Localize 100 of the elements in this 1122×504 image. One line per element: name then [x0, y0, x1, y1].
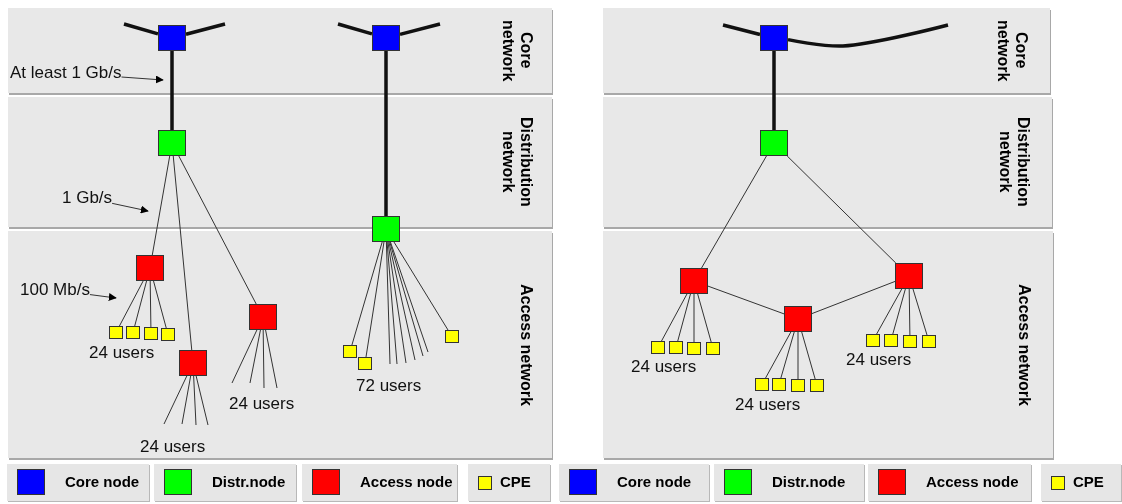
- cpe-box: [903, 335, 917, 348]
- network-link: [172, 155, 193, 351]
- network-link: [780, 331, 795, 379]
- user-count-label: 24 users: [735, 395, 801, 415]
- network-link: [772, 51, 776, 130]
- network-link: [912, 288, 928, 336]
- network-link: [707, 285, 785, 315]
- access-node: [249, 304, 277, 330]
- network-link: [393, 241, 449, 331]
- distribution-node: [372, 216, 400, 242]
- core-node: [372, 25, 400, 51]
- network-link: [908, 288, 911, 336]
- cpe-box: [706, 342, 720, 355]
- cpe-box: [810, 379, 824, 392]
- leader-line: [89, 293, 117, 302]
- cpe-box: [687, 342, 701, 355]
- network-link: [765, 331, 792, 379]
- network-link: [351, 241, 383, 346]
- cpe-box: [109, 326, 123, 339]
- rate-label: At least 1 Gb/s: [10, 63, 122, 83]
- cpe-box: [144, 327, 158, 340]
- band-label: Core network: [499, 18, 535, 84]
- network-link: [384, 51, 388, 216]
- network-link: [231, 329, 258, 384]
- network-link: [151, 155, 171, 256]
- user-count-label: 24 users: [631, 357, 697, 377]
- network-link: [134, 280, 148, 327]
- network-link: [697, 293, 712, 343]
- network-link: [265, 329, 278, 389]
- network-link: [811, 280, 896, 315]
- network-link: [677, 293, 691, 342]
- distribution-node: [760, 130, 788, 156]
- network-link: [181, 375, 192, 425]
- network-band: [603, 231, 1053, 458]
- user-count-label: 24 users: [846, 350, 912, 370]
- legend-label: Access node: [360, 473, 453, 491]
- leader-line: [111, 202, 149, 214]
- cpe-box: [126, 326, 140, 339]
- network-link: [801, 331, 816, 380]
- network-link: [399, 22, 441, 37]
- network-link: [387, 241, 407, 364]
- user-count-label: 72 users: [356, 376, 422, 396]
- rate-label: 100 Mb/s: [20, 280, 90, 300]
- network-link: [385, 241, 391, 365]
- network-link: [388, 241, 416, 361]
- legend-label: CPE: [500, 473, 531, 491]
- network-link: [163, 375, 188, 425]
- access-node: [784, 306, 812, 332]
- cpe-box: [669, 341, 683, 354]
- cpe-box: [161, 328, 175, 341]
- rate-label: 1 Gb/s: [62, 188, 113, 208]
- band-label: Access network: [517, 282, 535, 408]
- legend-label: Core node: [617, 473, 692, 491]
- leader-line: [121, 75, 164, 84]
- network-band: [603, 8, 1050, 93]
- cpe-box: [358, 357, 372, 370]
- band-label: Core network: [994, 18, 1030, 84]
- access-node: [136, 255, 164, 281]
- cpe-box: [445, 330, 459, 343]
- network-link: [386, 241, 398, 365]
- network-link: [797, 331, 799, 380]
- network-link: [118, 280, 144, 327]
- cpe-box: [884, 334, 898, 347]
- network-band: [8, 231, 552, 458]
- distribution-node: [158, 130, 186, 156]
- access-node: [680, 268, 708, 294]
- band-label: Distribution network: [996, 116, 1032, 209]
- network-link: [123, 22, 159, 36]
- network-link: [149, 280, 152, 328]
- network-link: [787, 23, 949, 48]
- network-link: [170, 51, 174, 130]
- network-link: [701, 155, 767, 269]
- network-link: [153, 280, 167, 329]
- legend-label: Access node: [926, 473, 1019, 491]
- legend-label: Distr.node: [772, 473, 846, 491]
- band-label: Distribution network: [499, 116, 535, 209]
- network-link: [337, 22, 373, 36]
- cpe-box: [922, 335, 936, 348]
- legend-label: Core node: [65, 473, 140, 491]
- legend-label: CPE: [1073, 473, 1104, 491]
- network-link: [178, 155, 257, 305]
- core-node: [760, 25, 788, 51]
- network-link: [722, 23, 761, 37]
- network-link: [693, 293, 695, 343]
- access-node: [179, 350, 207, 376]
- core-node: [158, 25, 186, 51]
- network-link: [262, 329, 265, 389]
- cpe-box: [343, 345, 357, 358]
- user-count-label: 24 users: [229, 394, 295, 414]
- cpe-box: [866, 334, 880, 347]
- access-node: [895, 263, 923, 289]
- network-link: [185, 22, 226, 36]
- network-link: [249, 329, 261, 384]
- network-link: [876, 288, 903, 335]
- network-link: [365, 241, 385, 358]
- user-count-label: 24 users: [140, 437, 206, 457]
- network-link: [892, 288, 906, 335]
- user-count-label: 24 users: [89, 343, 155, 363]
- network-link: [195, 375, 209, 426]
- network-link: [786, 155, 897, 264]
